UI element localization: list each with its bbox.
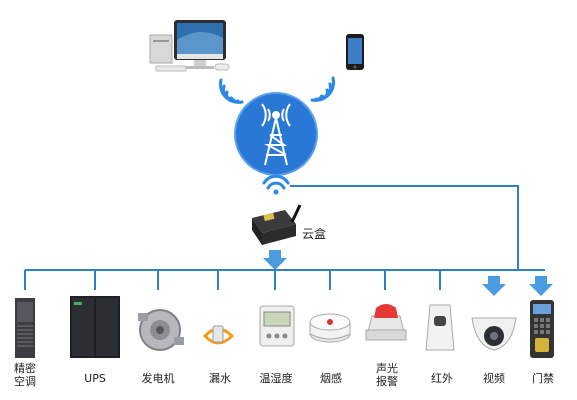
tower-icon	[261, 103, 291, 166]
arrow-cloud-box	[263, 250, 287, 270]
cloud-box-label: 云盒	[302, 227, 327, 241]
device-label-ups: UPS	[84, 372, 106, 385]
device-temp-humidity-icon	[259, 305, 295, 347]
wifi-signal-right-icon	[310, 76, 335, 102]
down-arrows	[263, 250, 553, 296]
cloud-tower-hub	[234, 92, 318, 176]
device-water-leak-icon	[202, 325, 235, 345]
computer-icon	[149, 20, 230, 72]
device-label-infrared: 红外	[431, 372, 453, 385]
device-label-smoke: 烟感	[320, 372, 342, 385]
device-label-temp-humidity: 温湿度	[259, 372, 293, 385]
wifi-signal-bottom-icon	[262, 174, 290, 195]
device-infrared-sensor-icon	[425, 304, 455, 351]
arrow-video	[482, 276, 506, 296]
device-access-control-icon	[530, 300, 554, 358]
device-label-sound-light-alarm: 声光 报警	[376, 362, 398, 388]
device-ups-icon	[70, 296, 120, 358]
arrow-access	[529, 276, 553, 296]
device-label-precision-ac: 精密 空调	[14, 362, 36, 388]
device-label-water-leak: 漏水	[209, 372, 231, 385]
device-label-access-control: 门禁	[532, 372, 554, 385]
connection-lines	[24, 185, 545, 290]
device-precision-ac-icon	[15, 298, 35, 358]
device-sound-light-alarm-icon	[365, 304, 407, 341]
cloud-box-icon	[252, 204, 302, 245]
device-generator-icon	[138, 309, 184, 351]
device-video-camera-icon	[471, 317, 517, 351]
device-label-generator: 发电机	[141, 372, 175, 385]
device-label-video: 视频	[483, 372, 505, 385]
device-smoke-detector-icon	[309, 313, 351, 343]
smartphone-icon	[346, 34, 364, 70]
wifi-signal-left-icon	[219, 78, 244, 104]
